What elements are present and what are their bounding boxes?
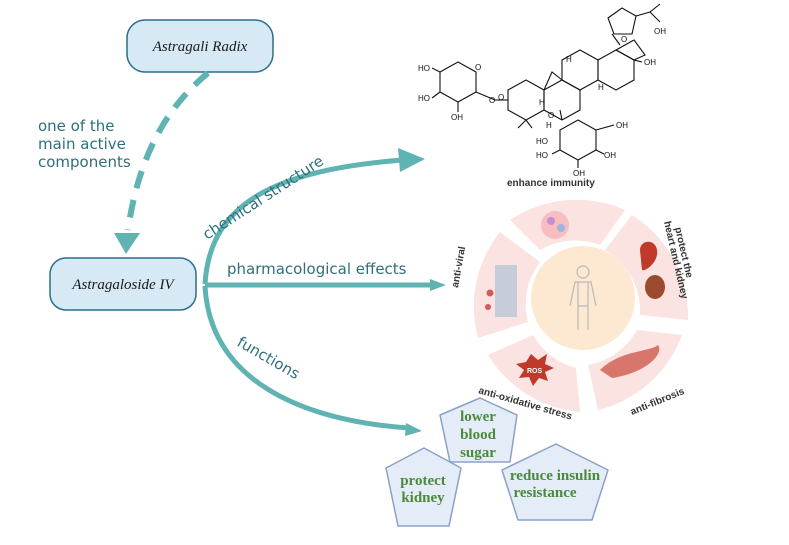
chemical-structure-label: chemical structure (199, 152, 326, 243)
mol-label-o-2: O (489, 96, 495, 105)
mol-label-h-2: H (598, 83, 604, 92)
mol-label-oh-top: OH (654, 27, 666, 36)
chemical-arrowhead (398, 148, 425, 172)
chemical-structure-arrow (202, 148, 425, 285)
cell-membrane-icon (495, 265, 517, 317)
components-arrowhead (114, 233, 140, 254)
immune-cells-icon (541, 211, 569, 239)
pharmacological-arrow (205, 279, 446, 291)
pharmacological-label: pharmacological effects (227, 260, 407, 278)
components-line-1: one of the (38, 117, 115, 135)
mol-label-oh-2: OH (644, 58, 656, 67)
components-line-3: components (38, 153, 131, 171)
astragali-radix-node: Astragali Radix (126, 19, 274, 73)
ros-burst-icon (516, 354, 554, 386)
mol-label-o-1: O (475, 63, 481, 72)
pentagon-protect-kidney: protect kidney (385, 447, 462, 527)
pentagon-lower-blood-sugar: lower blood sugar (439, 397, 518, 463)
fibrosis-tissue-icon (600, 345, 660, 378)
insulin-line-2: resistance (513, 485, 576, 501)
kidney-line-2: kidney (401, 490, 445, 506)
components-label: one of the main active components (38, 117, 131, 171)
functions-arrow (202, 285, 422, 436)
effects-wheel: ROS enhance immunity protect the heart a… (450, 178, 694, 423)
blood-sugar-line-3: sugar (460, 445, 496, 461)
mol-label-h-3: H (539, 98, 545, 107)
kidney-icon (645, 275, 665, 299)
blood-sugar-line-1: lower (460, 409, 496, 425)
heart-icon (640, 241, 658, 271)
components-line-2: main active (38, 135, 126, 153)
immune-cell-1 (547, 217, 555, 225)
enhance-immunity-label: enhance immunity (507, 178, 595, 189)
molecule-structure (431, 3, 661, 168)
components-arrow (114, 70, 210, 254)
insulin-line-1: reduce insulin (510, 468, 601, 484)
mol-label-oh-4: OH (604, 151, 616, 160)
virus-icon-1 (486, 289, 494, 297)
functions-arrowhead (405, 423, 422, 436)
mol-label-ho-2: HO (418, 94, 430, 103)
mol-label-o-3: O (498, 93, 504, 102)
mol-label-h-4: H (546, 121, 552, 130)
blood-sugar-line-2: blood (460, 427, 497, 443)
mol-label-ho-4: HO (536, 137, 548, 146)
astragali-radix-label: Astragali Radix (152, 39, 248, 55)
kidney-line-1: protect (400, 473, 446, 489)
molecule-labels: OH O HO O HO O OH O H H H H OH O HO OH H… (418, 27, 666, 178)
wheel-center (531, 246, 635, 350)
anti-viral-label: anti-viral (450, 245, 468, 288)
mol-label-oh-5: OH (616, 121, 628, 130)
mol-label-ho-1: HO (418, 64, 430, 73)
astragaloside-label: Astragaloside IV (71, 277, 175, 293)
mol-label-o-furan: O (621, 35, 627, 44)
immune-cell-2 (557, 224, 565, 232)
pharmacological-arrowhead (430, 279, 446, 291)
mol-label-h-1: H (566, 55, 572, 64)
mol-label-ho-3: HO (536, 151, 548, 160)
mol-label-o-4: O (548, 111, 554, 120)
astragaloside-node: Astragaloside IV (49, 257, 197, 311)
ros-label: ROS (527, 368, 543, 375)
functions-label: functions (234, 333, 303, 383)
pentagon-insulin-resistance: reduce insulin resistance (501, 443, 609, 521)
mol-label-oh-3: OH (573, 169, 585, 178)
mol-label-oh-1: OH (451, 113, 463, 122)
human-figure-icon (569, 265, 597, 330)
virus-icon-2 (485, 304, 491, 310)
